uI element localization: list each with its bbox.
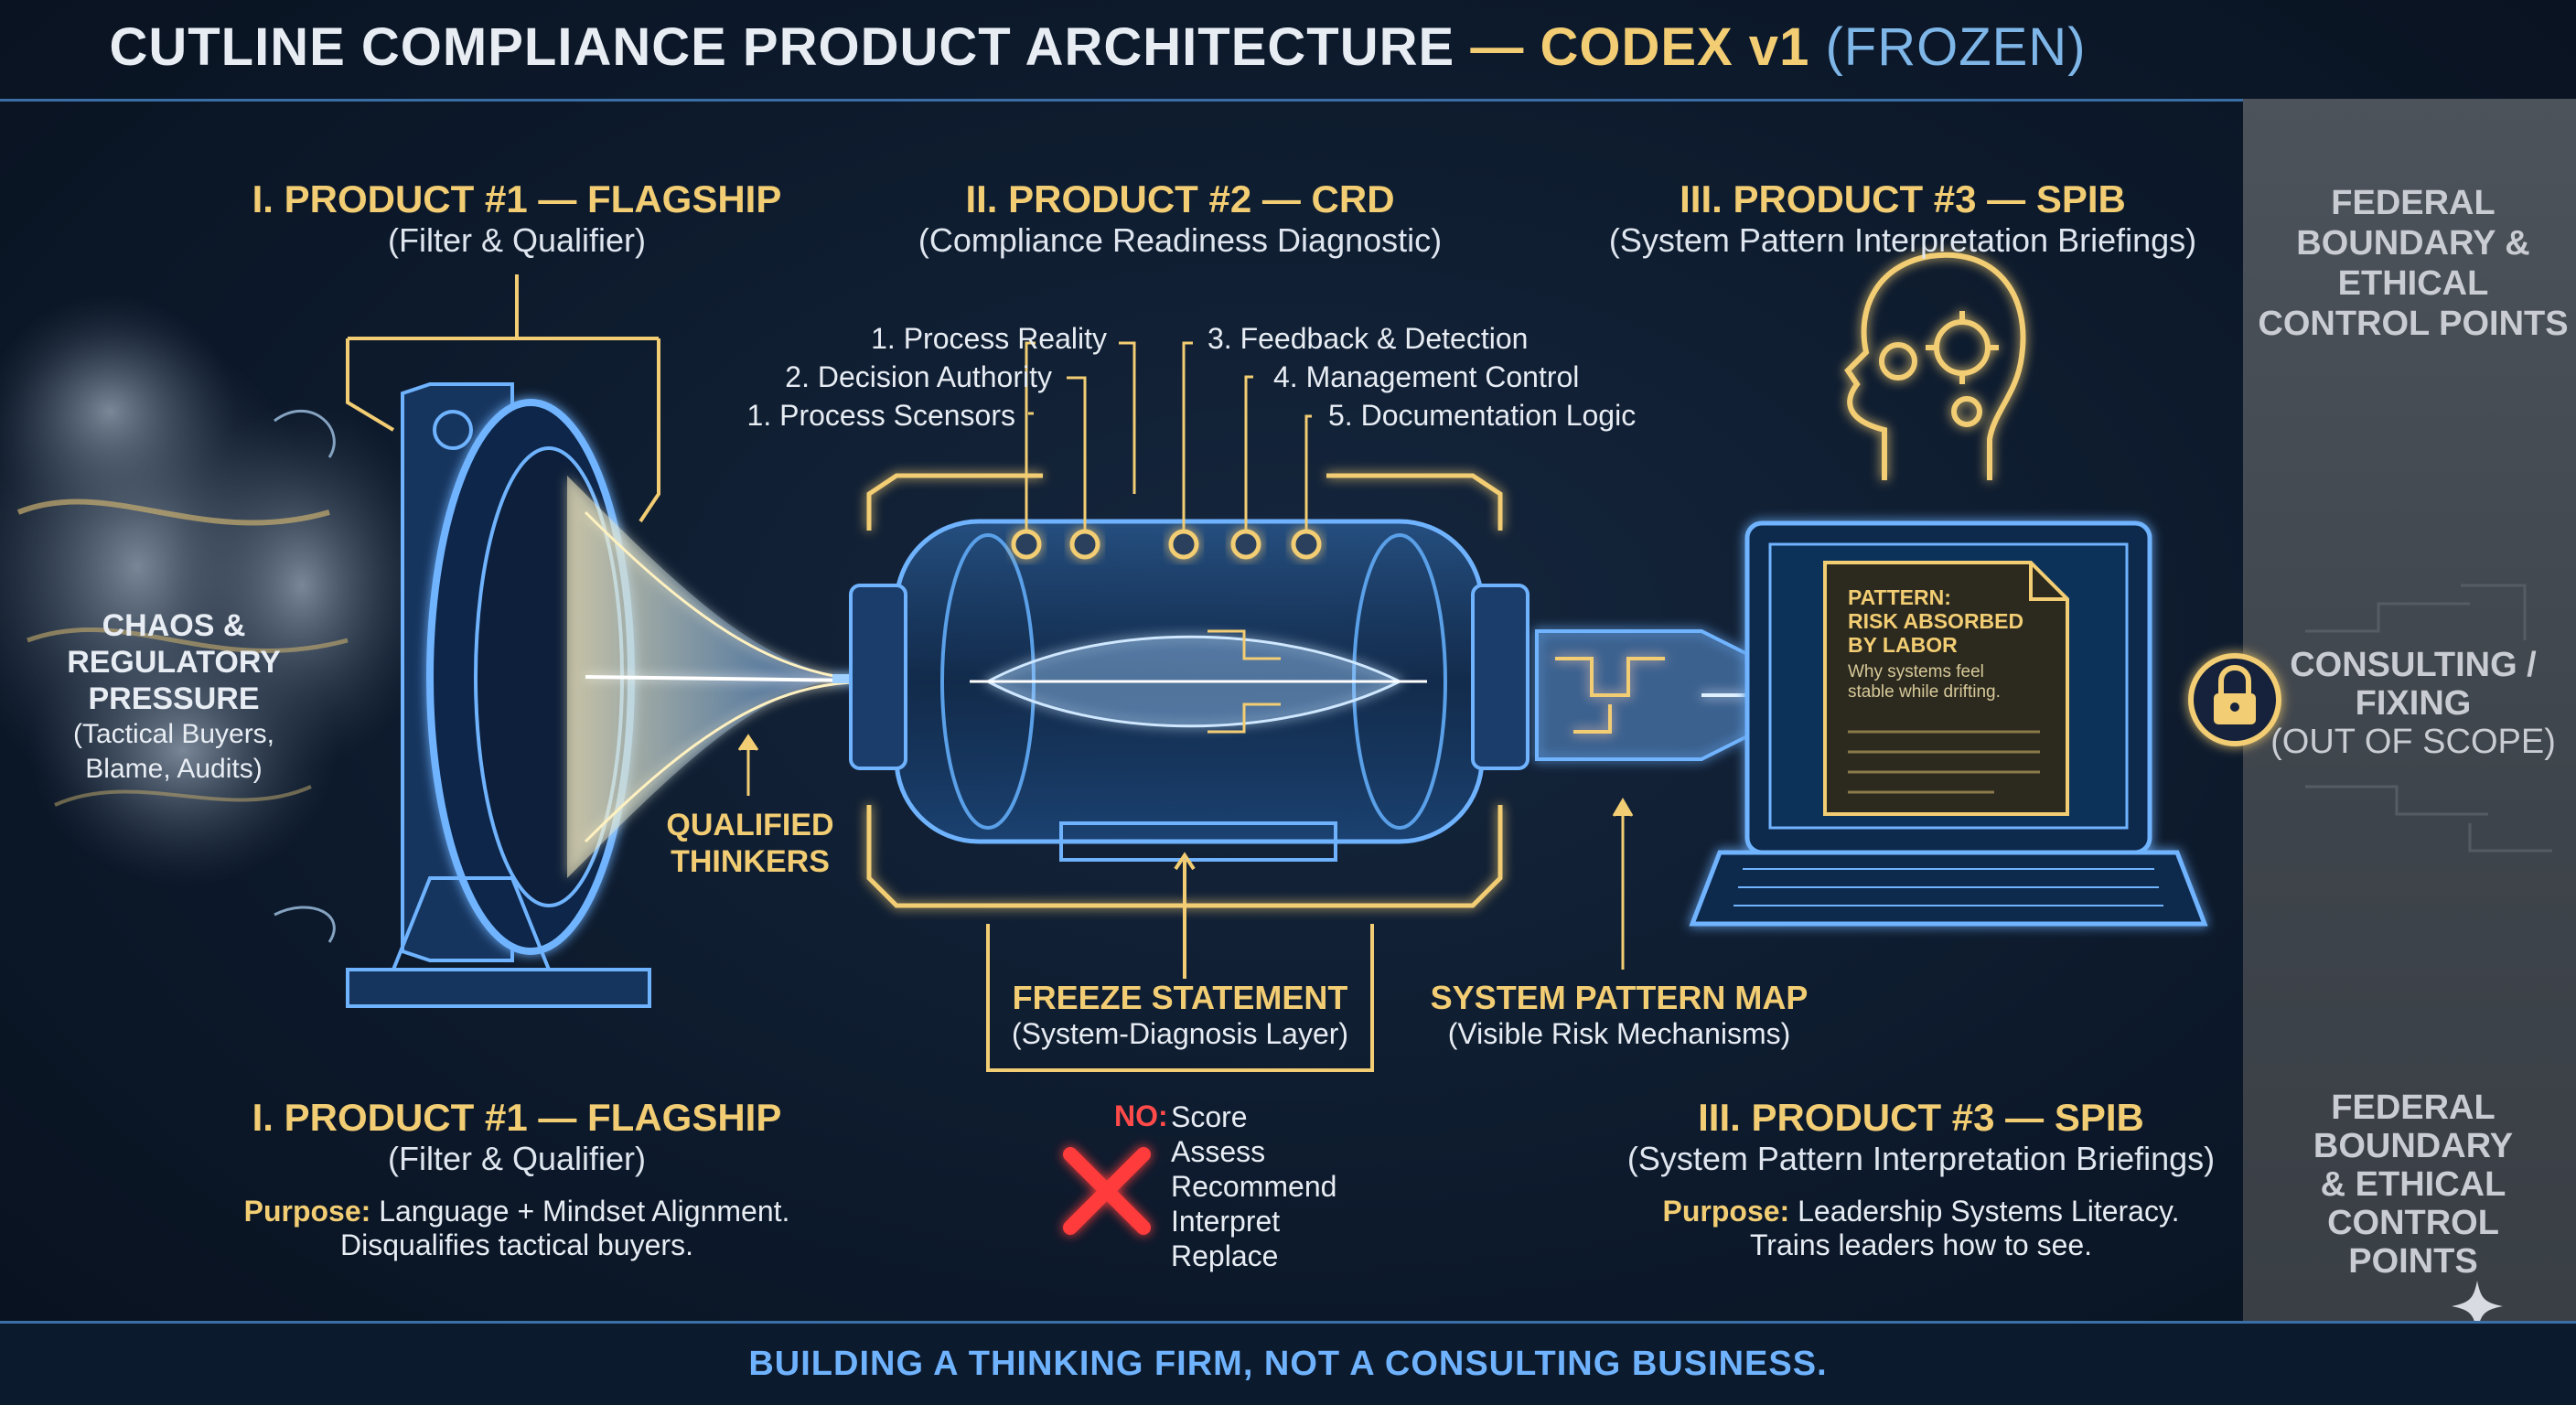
product3-purpose-text: Leadership Systems Literacy. [1798, 1195, 2180, 1228]
no-item-recommend: Recommend [1171, 1170, 1337, 1203]
side-bottom-line3: & ETHICAL [2320, 1165, 2506, 1204]
doc-note2: stable while drifting. [1848, 682, 2001, 702]
page-title: CUTLINE COMPLIANCE PRODUCT ARCHITECTURE … [0, 16, 2195, 78]
side-panel [2243, 99, 2576, 1321]
crd-label-documentation-logic: 5. Documentation Logic [1328, 399, 1637, 432]
chaos-cloud [0, 293, 439, 943]
crd-cylinder [849, 519, 1530, 862]
product3-top-sub: (System Pattern Interpretation Briefings… [1608, 221, 2197, 259]
side-bottom-line5: POINTS [2348, 1242, 2478, 1281]
product1-bottom-sub: (Filter & Qualifier) [387, 1140, 647, 1177]
crd-label-management-control: 4. Management Control [1273, 360, 1580, 393]
qualified-line1: QUALIFIED [666, 808, 834, 842]
product1-bracket [346, 274, 660, 523]
side-middle-line1: CONSULTING / [2290, 646, 2537, 684]
product3-purpose-label: Purpose: [1662, 1195, 1790, 1228]
crd-label-decision-authority: 2. Decision Authority [785, 360, 1052, 393]
product1-top-heading: I. PRODUCT #1 — FLAGSHIP [252, 177, 782, 220]
product1-purpose-line2: Disqualifies tactical buyers. [340, 1228, 693, 1261]
no-item-assess: Assess [1171, 1135, 1266, 1168]
pattern-map-sub: (Visible Risk Mechanisms) [1447, 1017, 1791, 1050]
footer-bar [0, 1321, 2576, 1405]
head-gears-icon [1844, 252, 2026, 480]
side-bottom-label: FEDERAL BOUNDARY & ETHICAL CONTROL POINT… [2250, 1089, 2576, 1281]
lock-icon [2188, 653, 2281, 746]
product3-purpose: Purpose: Leadership Systems Literacy. [1601, 1195, 2241, 1228]
product3-bottom-sub: (System Pattern Interpretation Briefings… [1626, 1140, 2216, 1177]
product3-purpose-line2: Trains leaders how to see. [1749, 1228, 2093, 1261]
product3-bottom-heading: III. PRODUCT #3 — SPIB [1698, 1096, 2144, 1139]
qualified-line2: THINKERS [671, 844, 830, 879]
title-frozen: (FROZEN) [1825, 17, 2087, 77]
panel-circuit [2305, 584, 2552, 853]
side-middle-label: CONSULTING / FIXING (OUT OF SCOPE) [2250, 646, 2576, 761]
crd-label-process-scensors: 1. Process Scensors [746, 399, 1015, 432]
doc-line3: BY LABOR [1848, 633, 1958, 657]
side-top-line1: FEDERAL [2331, 184, 2496, 222]
side-bottom-line4: CONTROL [2327, 1204, 2499, 1242]
pattern-map-heading: SYSTEM PATTERN MAP [1430, 979, 1809, 1016]
cross-icon [1063, 1147, 1151, 1235]
chaos-sub1: (Tactical Buyers, [72, 719, 275, 749]
title-codex: CODEX v1 [1540, 17, 1810, 77]
product2-top-heading: II. PRODUCT #2 — CRD [965, 177, 1395, 220]
product1-bottom-heading: I. PRODUCT #1 — FLAGSHIP [252, 1096, 782, 1139]
doc-note1: Why systems feel [1848, 662, 1984, 681]
chaos-line3: PRESSURE [88, 681, 260, 716]
qualified-arrow [737, 734, 759, 796]
side-bottom-line1: FEDERAL [2331, 1089, 2496, 1127]
product1-top-sub: (Filter & Qualifier) [387, 221, 647, 259]
product1-purpose-text: Language + Mindset Alignment. [379, 1195, 790, 1228]
doc-line1: PATTERN: [1848, 585, 1951, 609]
crd-label-feedback-detection: 3. Feedback & Detection [1208, 322, 1529, 355]
footer-tagline: BUILDING A THINKING FIRM, NOT A CONSULTI… [748, 1345, 1828, 1383]
title-main: CUTLINE COMPLIANCE PRODUCT ARCHITECTURE [109, 17, 1455, 77]
side-top-label: FEDERAL BOUNDARY & ETHICAL CONTROL POINT… [2250, 183, 2576, 344]
title-dash: — [1470, 17, 1525, 77]
freeze-bracket [986, 852, 1374, 1072]
product1-purpose-label: Purpose: [243, 1195, 371, 1228]
side-top-line3: ETHICAL [2337, 264, 2489, 303]
product3-top-heading: III. PRODUCT #3 — SPIB [1680, 177, 2126, 220]
pattern-map-arrow [1612, 798, 1634, 970]
doc-line2: RISK ABSORBED [1848, 609, 2024, 633]
no-items: Score Assess Recommend Interpret Replace [1171, 1099, 1336, 1273]
side-top-line2: BOUNDARY & [2296, 224, 2530, 263]
no-label: NO: [1114, 1099, 1168, 1132]
chaos-sub2: Blame, Audits) [85, 754, 263, 784]
freeze-heading: FREEZE STATEMENT [1012, 979, 1348, 1016]
no-item-replace: Replace [1171, 1239, 1279, 1272]
title-divider [0, 99, 2243, 102]
chaos-line2: REGULATORY [67, 645, 281, 680]
product1-purpose: Purpose: Language + Mindset Alignment. [183, 1195, 851, 1228]
product2-top-sub: (Compliance Readiness Diagnostic) [918, 221, 1443, 259]
side-bottom-line2: BOUNDARY [2313, 1127, 2514, 1165]
side-top-line4: CONTROL POINTS [2258, 305, 2569, 343]
document-icon [1823, 561, 2069, 816]
side-middle-line2: FIXING [2355, 684, 2472, 723]
sparkle-icon [2452, 1281, 2503, 1332]
no-item-interpret: Interpret [1171, 1205, 1281, 1238]
crd-label-process-reality: 1. Process Reality [871, 322, 1107, 355]
no-item-score: Score [1171, 1100, 1248, 1133]
side-middle-line3: (OUT OF SCOPE) [2270, 723, 2556, 761]
no-list: NO: [1114, 1099, 1168, 1133]
crd-sensors [1011, 341, 1322, 560]
chaos-line1: CHAOS & [102, 608, 246, 643]
freeze-sub: (System-Diagnosis Layer) [1011, 1017, 1349, 1050]
